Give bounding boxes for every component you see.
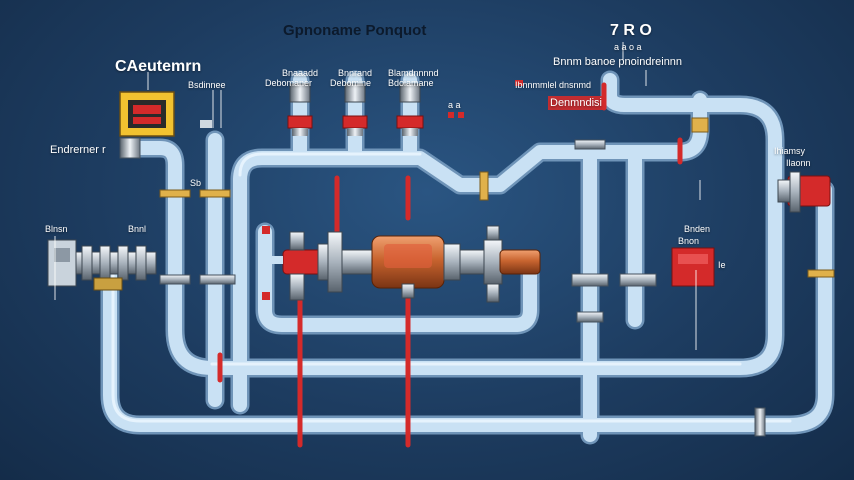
diagram-title: Gpnoname Ponquot (283, 22, 427, 39)
control-panel (119, 91, 175, 137)
top-valve-1 (287, 83, 313, 136)
left-device-tag: Blnsn (45, 224, 68, 234)
right-red-tag-2: Bnon (678, 236, 700, 246)
valve-label-1-line1: Bnaaadd (282, 68, 319, 78)
valve-label-2-line2: Debomine (330, 78, 372, 88)
right-red-box (671, 247, 715, 287)
central-assembly (270, 225, 541, 303)
valve-label-1-line2: Debomaner (265, 78, 313, 88)
top-right-line2: Ibnnmmlel dnsnmd (515, 80, 592, 90)
right-valve (777, 171, 831, 213)
left-tag: Endrerner r (50, 144, 106, 156)
top-left-title: CAeutemrn (115, 58, 202, 75)
top-left-side: Bsdinnee (188, 80, 226, 90)
top-right-number: 7 R O (610, 22, 652, 39)
left-column-tag: Sb (190, 178, 202, 188)
top-valve-3 (396, 83, 424, 136)
left-flanged-device (47, 239, 157, 291)
valve-label-3-line2: Bdoiamane (388, 78, 434, 88)
left-device-tag-2: Bnnl (128, 224, 147, 234)
valve-label-3-line1: Blamdnnnnd (388, 68, 439, 78)
top-valve-2 (342, 83, 368, 136)
right-red-side-tag: Ie (718, 260, 726, 270)
pipe-fills (103, 73, 832, 442)
far-right-tag-2: Ilaonn (786, 158, 811, 168)
valve-label-2-line1: Bnnrand (338, 68, 373, 78)
near-valves-tag: a a (448, 100, 461, 110)
top-right-line1: Bnnm banoe pnoindreinnn (553, 56, 683, 68)
far-right-tag: Ihiamsy (774, 146, 806, 156)
top-right-line3: Denmndisi (550, 97, 602, 109)
tr-red-tag (548, 96, 604, 110)
small-red-marks (262, 80, 523, 300)
leader-lines (54, 42, 701, 350)
top-right-sub: a a o a (614, 42, 642, 52)
right-red-tag: Bnden (684, 224, 711, 234)
couplings (119, 117, 835, 437)
red-rods (217, 82, 683, 448)
